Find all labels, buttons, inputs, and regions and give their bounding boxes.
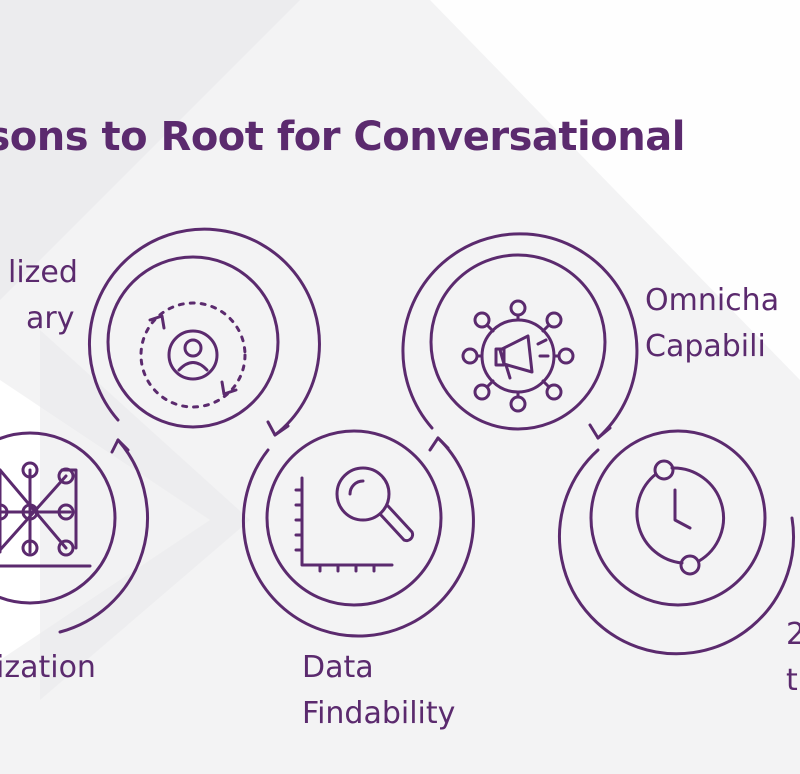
label-line: 2 <box>786 617 800 652</box>
label-data-findability: Data Findability <box>302 645 455 737</box>
node-organization <box>0 431 149 634</box>
arrow-head <box>110 438 130 454</box>
label-line: Capabili <box>645 329 766 364</box>
clock-icon <box>635 459 726 576</box>
outer-arc <box>401 232 639 440</box>
node-data-findability <box>241 429 475 638</box>
inner-ring <box>589 429 767 607</box>
page-title: asons to Root for Conversational <box>0 114 685 160</box>
label-line: lized <box>8 255 78 290</box>
label-line: ary <box>26 301 75 336</box>
label-line: Omnicha <box>645 283 780 318</box>
inner-ring <box>106 255 280 429</box>
megaphone-network-icon <box>461 299 575 413</box>
magnifier-chart-icon <box>294 466 415 573</box>
network-grid-icon <box>0 461 92 568</box>
outer-arc <box>241 436 475 638</box>
inner-ring <box>0 431 117 605</box>
outer-arc <box>58 438 149 634</box>
label-line: ization <box>0 650 96 685</box>
arrow-head <box>428 436 450 452</box>
inner-ring <box>265 429 443 607</box>
outer-arc <box>88 227 321 437</box>
inner-ring <box>429 253 607 431</box>
outer-arc <box>558 448 796 656</box>
node-24x7 <box>558 429 796 656</box>
arrow-head <box>588 423 612 440</box>
label-personalized: lized ary <box>8 250 78 342</box>
label-omnichannel: Omnicha Capabili <box>645 278 779 370</box>
label-line: t <box>786 663 798 698</box>
arrow-head <box>266 420 290 437</box>
label-line: Data <box>302 650 374 685</box>
node-personalized <box>88 227 321 437</box>
user-cycle-icon <box>139 301 247 409</box>
label-line: Findability <box>302 696 456 731</box>
label-24x7: 2 t <box>786 612 800 704</box>
node-omnichannel <box>401 232 639 440</box>
label-organization: ization <box>0 645 96 691</box>
